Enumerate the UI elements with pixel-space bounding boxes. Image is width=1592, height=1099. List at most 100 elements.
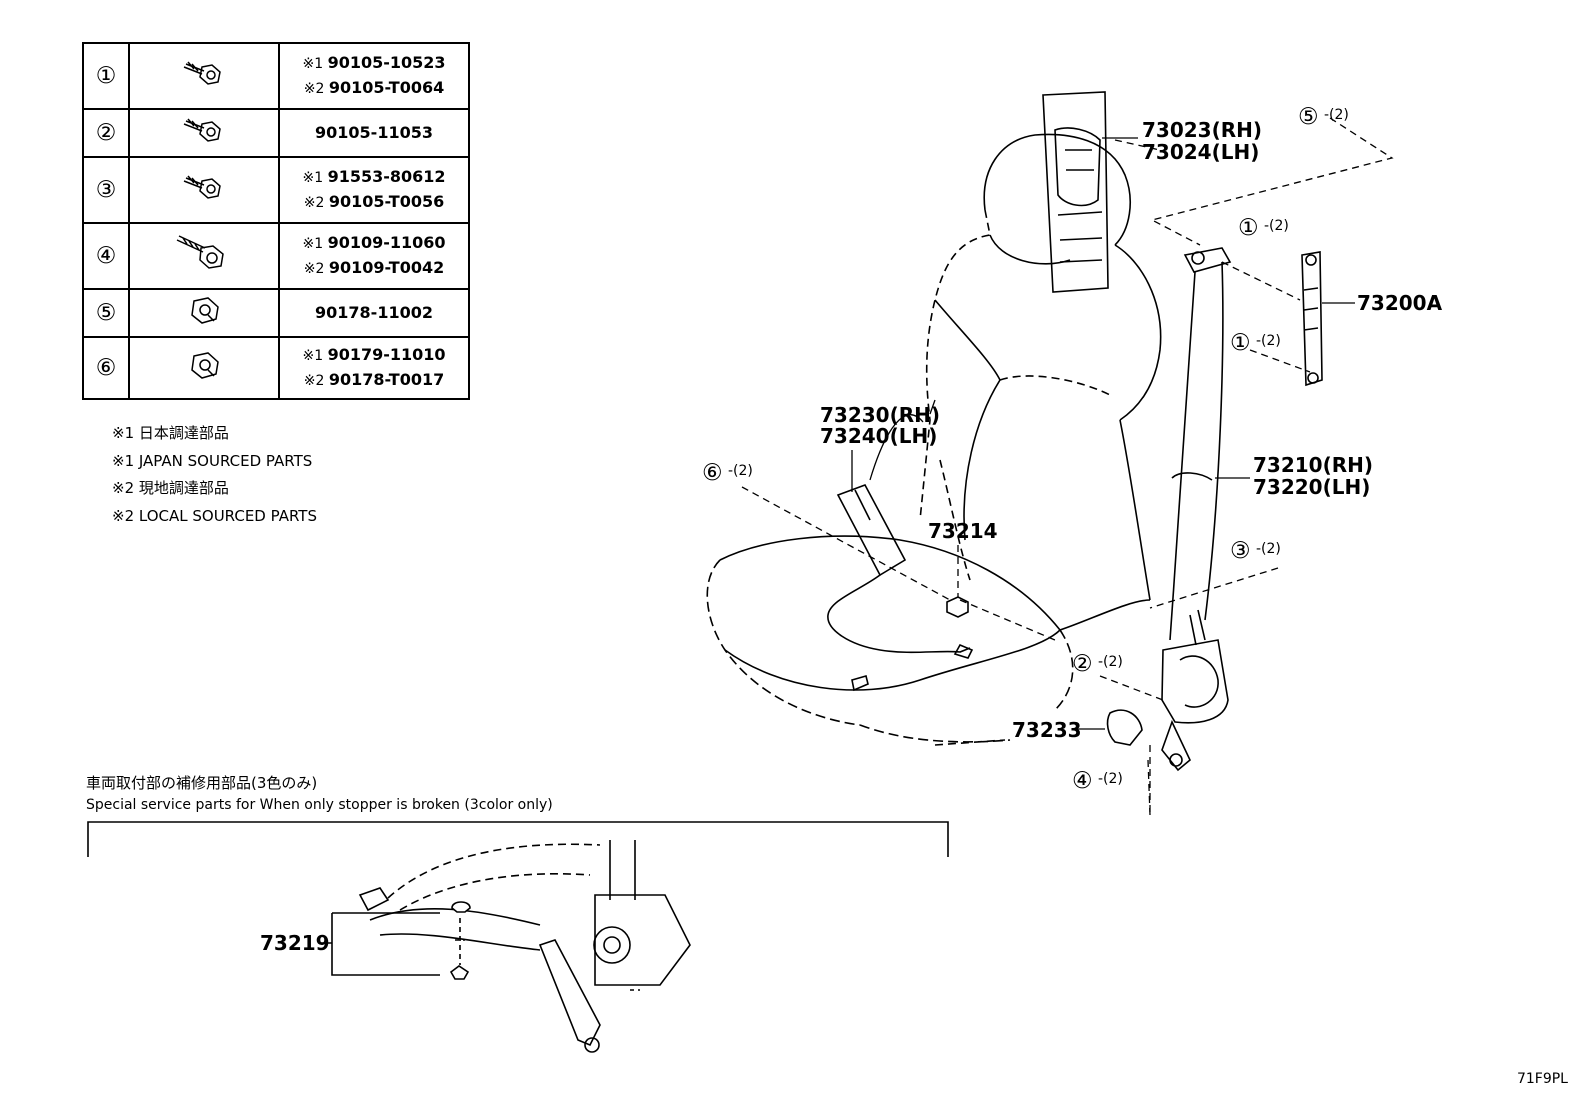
svg-text:④: ④ <box>1072 768 1093 794</box>
source-prefix: ※2 <box>303 81 329 97</box>
callout-73233: 73233 <box>1012 718 1082 742</box>
svg-text:①: ① <box>1238 215 1259 241</box>
part-number-line: 90178-11002 <box>280 301 468 325</box>
ref-6: ⑥ -(2) <box>702 460 753 486</box>
part-number: 90105-11053 <box>315 123 433 142</box>
part-number: 90109-T0042 <box>328 258 445 277</box>
sourcing-notes: ※1 日本調達部品 ※1 JAPAN SOURCED PARTS ※2 現地調達… <box>112 420 317 530</box>
pillar-cover-illustration <box>1042 91 1109 293</box>
svg-text:-(2): -(2) <box>1256 333 1281 349</box>
callout-73214: 73214 <box>928 519 998 543</box>
seat-belt-webbing-illustration <box>1161 247 1232 772</box>
fastener-row: ⑥※1 90179-11010※2 90178-T0017 <box>82 336 470 400</box>
svg-text:-(2): -(2) <box>728 463 753 479</box>
note-line: ※1 JAPAN SOURCED PARTS <box>112 451 313 470</box>
source-prefix: ※1 <box>302 348 328 364</box>
callout-73240: 73240(LH) <box>820 424 937 448</box>
source-prefix: ※2 <box>303 373 329 389</box>
part-number-line: 90105-11053 <box>280 121 468 145</box>
svg-text:①: ① <box>1230 330 1251 356</box>
callout-73220: 73220(LH) <box>1253 475 1370 499</box>
part-number: 90179-11010 <box>327 345 446 364</box>
part-number-line: ※1 90105-10523 <box>280 51 468 76</box>
height-adjuster-illustration <box>1301 251 1323 387</box>
part-number: 90178-T0017 <box>328 370 445 389</box>
nut-icon <box>128 288 280 338</box>
fastener-part-numbers: 90105-11053 <box>278 108 470 158</box>
fastener-ref-number: ④ <box>82 222 130 290</box>
ref-1-upper: ① -(2) <box>1238 215 1289 241</box>
ref-4: ④ -(2) <box>1072 768 1123 794</box>
fastener-ref-number: ⑤ <box>82 288 130 338</box>
part-number-line: ※1 91553-80612 <box>280 165 468 190</box>
fastener-row: ④ ※1 90109-11060 ※2 90109-T0042 <box>82 222 470 290</box>
note-line: ※1 日本調達部品 <box>112 424 229 442</box>
part-number: 90105-T0056 <box>328 192 445 211</box>
fastener-row: ⑤ 90178-11002 <box>82 288 470 338</box>
ref-5: ⑤ -(2) <box>1298 104 1349 130</box>
fastener-part-numbers: ※1 91553-80612※2 90105-T0056 <box>278 156 470 224</box>
callout-73023: 73023(RH) <box>1142 118 1262 142</box>
part-number-line: ※2 90105-T0056 <box>280 190 468 215</box>
fastener-row: ② 90105-11053 <box>82 108 470 158</box>
part-number-line: ※2 90105-T0064 <box>280 76 468 101</box>
source-prefix: ※2 <box>303 195 329 211</box>
svg-text:-(2): -(2) <box>1324 107 1349 123</box>
part-number: 91553-80612 <box>327 167 446 186</box>
service-parts-section <box>87 821 949 1053</box>
diagram-code: 71F9PL <box>1516 1071 1568 1087</box>
fastener-ref-number: ⑥ <box>82 336 130 400</box>
svg-text:⑤: ⑤ <box>1298 104 1319 130</box>
svg-text:-(2): -(2) <box>1098 654 1123 670</box>
bolt-icon <box>128 108 280 158</box>
svg-text:-(2): -(2) <box>1256 541 1281 557</box>
assembly-dashed-lines <box>741 117 1394 816</box>
part-number: 90105-10523 <box>327 53 446 72</box>
part-number: 90105-T0064 <box>328 78 445 97</box>
bolt-icon <box>128 42 280 110</box>
svg-text:③: ③ <box>1230 538 1251 564</box>
ref-2: ② -(2) <box>1072 651 1123 677</box>
bolt-icon <box>128 156 280 224</box>
section-title-jp: 車両取付部の補修用部品(3色のみ) <box>86 774 318 792</box>
cover-73233-illustration <box>1106 709 1143 746</box>
source-prefix: ※1 <box>302 170 328 186</box>
section-title-en: Special service parts for When only stop… <box>86 797 553 813</box>
fastener-ref-number: ③ <box>82 156 130 224</box>
nut-73214-illustration <box>946 596 969 618</box>
callout-73230: 73230(RH) <box>820 403 940 427</box>
seat-cushion-illustration <box>706 535 1151 746</box>
long-bolt-icon <box>128 222 280 290</box>
svg-text:-(2): -(2) <box>1098 771 1123 787</box>
ref-3: ③ -(2) <box>1230 538 1281 564</box>
part-number-line: ※1 90109-11060 <box>280 231 468 256</box>
source-prefix: ※1 <box>302 56 328 72</box>
leader-lines <box>851 137 1355 730</box>
callout-73024: 73024(LH) <box>1142 140 1259 164</box>
buckle-illustration <box>827 484 974 692</box>
part-number-line: ※2 90178-T0017 <box>280 368 468 393</box>
fastener-ref-number: ① <box>82 42 130 110</box>
note-line: ※2 LOCAL SOURCED PARTS <box>112 506 317 525</box>
part-number-line: ※1 90179-11010 <box>280 343 468 368</box>
fastener-part-numbers: 90178-11002 <box>278 288 470 338</box>
ref-1-lower: ① -(2) <box>1230 330 1281 356</box>
part-number: 90109-11060 <box>327 233 446 252</box>
svg-text:②: ② <box>1072 651 1093 677</box>
fastener-ref-number: ② <box>82 108 130 158</box>
source-prefix: ※2 <box>303 261 329 277</box>
source-prefix: ※1 <box>302 236 328 252</box>
fastener-row: ③※1 91553-80612※2 90105-T0056 <box>82 156 470 224</box>
fastener-part-numbers: ※1 90179-11010※2 90178-T0017 <box>278 336 470 400</box>
nut-icon <box>128 336 280 400</box>
part-number: 90178-11002 <box>315 303 433 322</box>
svg-text:-(2): -(2) <box>1264 218 1289 234</box>
note-line: ※2 現地調達部品 <box>112 479 229 497</box>
svg-text:⑥: ⑥ <box>702 460 723 486</box>
callout-73219: 73219 <box>260 931 330 955</box>
fastener-row: ①※1 90105-10523※2 90105-T0064 <box>82 42 470 110</box>
fastener-part-numbers: ※1 90105-10523※2 90105-T0064 <box>278 42 470 110</box>
fastener-part-numbers: ※1 90109-11060 ※2 90109-T0042 <box>278 222 470 290</box>
